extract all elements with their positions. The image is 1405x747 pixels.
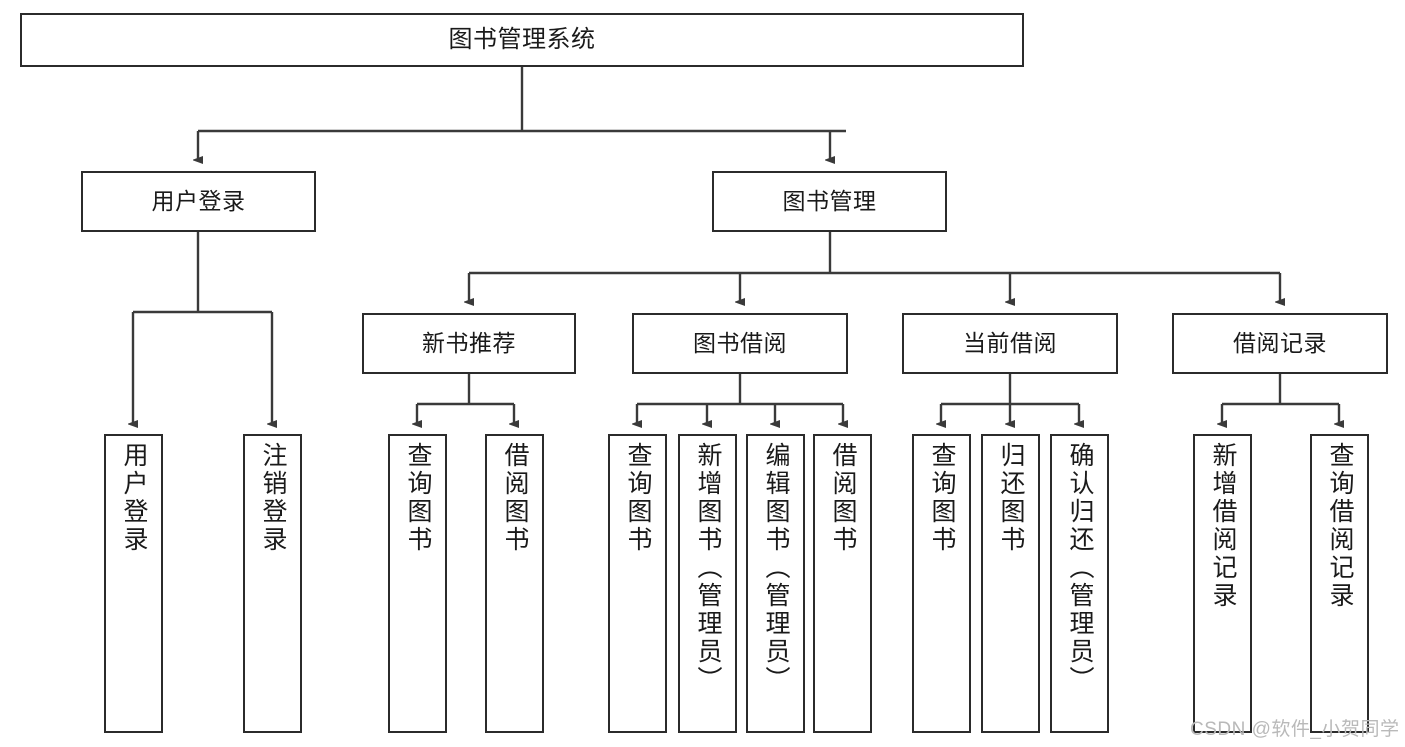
node-label: 用户登录 — [120, 442, 148, 554]
node-leaf-borrow-book[interactable]: 借阅图书 — [813, 434, 872, 733]
node-label: 图书管理 — [782, 187, 877, 214]
node-label: 图书借阅 — [693, 329, 787, 356]
node-leaf-edit-book-admin[interactable]: 编辑图书（管理员） — [746, 434, 805, 733]
node-leaf-query-book-current[interactable]: 查询图书 — [912, 434, 971, 733]
node-label: 编辑图书（管理员） — [762, 442, 790, 694]
node-label: 当前借阅 — [963, 329, 1057, 356]
node-leaf-query-book-recommend[interactable]: 查询图书 — [388, 434, 447, 733]
node-label: 查询借阅记录 — [1326, 442, 1354, 610]
node-leaf-borrow-book-recommend[interactable]: 借阅图书 — [485, 434, 544, 733]
node-label: 查询图书 — [624, 442, 652, 554]
node-label: 图书管理系统 — [448, 25, 596, 53]
node-leaf-query-borrow-record[interactable]: 查询借阅记录 — [1310, 434, 1369, 733]
node-label: 新增图书（管理员） — [694, 442, 722, 694]
node-leaf-add-borrow-record[interactable]: 新增借阅记录 — [1193, 434, 1252, 733]
node-label: 新增借阅记录 — [1209, 442, 1237, 610]
node-label: 借阅图书 — [501, 442, 529, 554]
node-leaf-add-book-admin[interactable]: 新增图书（管理员） — [678, 434, 737, 733]
node-label: 用户登录 — [151, 187, 246, 214]
node-leaf-return-book[interactable]: 归还图书 — [981, 434, 1040, 733]
node-root-book-management-system[interactable]: 图书管理系统 — [20, 13, 1024, 67]
node-new-book-recommend[interactable]: 新书推荐 — [362, 313, 576, 374]
node-book-management[interactable]: 图书管理 — [712, 171, 947, 232]
node-label: 新书推荐 — [422, 329, 516, 356]
node-label: 借阅图书 — [829, 442, 857, 554]
watermark: CSDN @软件_小贺同学 — [1190, 719, 1400, 740]
node-borrow-record[interactable]: 借阅记录 — [1172, 313, 1388, 374]
node-book-borrow[interactable]: 图书借阅 — [632, 313, 848, 374]
node-label: 借阅记录 — [1233, 329, 1327, 356]
node-leaf-confirm-return-admin[interactable]: 确认归还（管理员） — [1050, 434, 1109, 733]
node-leaf-logout[interactable]: 注销登录 — [243, 434, 302, 733]
node-label: 归还图书 — [997, 442, 1025, 554]
node-label: 查询图书 — [404, 442, 432, 554]
node-user-login[interactable]: 用户登录 — [81, 171, 316, 232]
node-label: 注销登录 — [259, 442, 287, 554]
node-label: 确认归还（管理员） — [1066, 442, 1094, 694]
node-leaf-user-login[interactable]: 用户登录 — [104, 434, 163, 733]
node-current-borrow[interactable]: 当前借阅 — [902, 313, 1118, 374]
node-leaf-query-book-borrow[interactable]: 查询图书 — [608, 434, 667, 733]
node-label: 查询图书 — [928, 442, 956, 554]
